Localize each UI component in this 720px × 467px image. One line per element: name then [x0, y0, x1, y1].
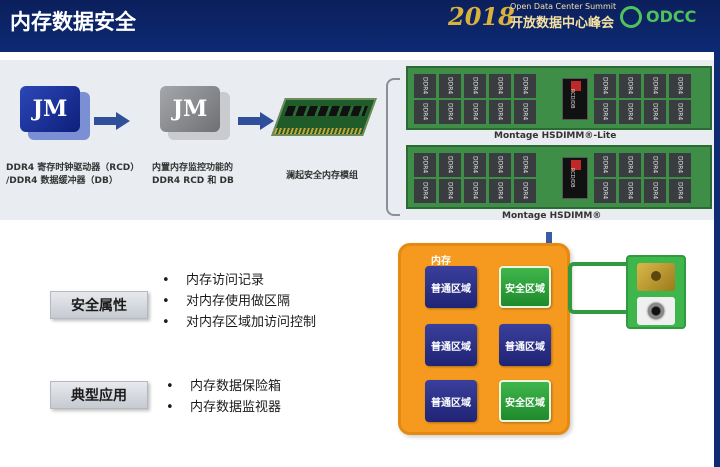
page-title: 内存数据安全 — [10, 10, 136, 34]
list-item: 对内存使用做区隔 — [162, 291, 316, 312]
ddr-chip: DDR4 — [439, 74, 461, 98]
safe-box-icon — [637, 263, 675, 291]
list-item: 对内存区域加访问控制 — [162, 312, 316, 333]
memory-zone-secure: 安全区域 — [499, 266, 551, 308]
ddr-chip: DDR4 — [644, 100, 666, 124]
surveillance-camera-icon — [637, 297, 675, 325]
list-item: 内存数据监视器 — [166, 397, 281, 418]
module-name-lite: Montage HSDIMM®-Lite — [494, 131, 617, 141]
ddr-chip: DDR4 — [414, 153, 436, 177]
ddr-chip: DDR4 — [414, 100, 436, 124]
ddr-chip: DDR4 — [669, 100, 691, 124]
ddr-chip: DDR4 — [439, 153, 461, 177]
ddr-chip: DDR4 — [619, 74, 641, 98]
ddr-chip: DDR4 — [439, 179, 461, 203]
module-name: Montage HSDIMM® — [502, 211, 602, 221]
ddr-chip: DDR4 — [619, 153, 641, 177]
ddr-chip: DDR4 — [414, 179, 436, 203]
ddr-chip: DDR4 — [644, 179, 666, 203]
ddr-chip: DDR4 — [464, 100, 486, 124]
security-list: 内存访问记录 对内存使用做区隔 对内存区域加访问控制 — [162, 270, 316, 333]
ddr-chip: DDR4 — [489, 74, 511, 98]
ddr-chip: DDR4 — [619, 100, 641, 124]
ddr-chip: DDR4 — [464, 179, 486, 203]
ddr-chip: DDR4 — [514, 179, 536, 203]
ddr-chip: DDR4 — [594, 74, 616, 98]
ddr-chip: DDR4 — [514, 74, 536, 98]
memory-module-icon — [271, 98, 377, 136]
step2-caption: 内置内存监控功能的 DDR4 RCD 和 DB — [152, 163, 234, 186]
ddr-chip: DDR4 — [644, 153, 666, 177]
application-icons-box — [626, 255, 686, 329]
ddr-chip: DDR4 — [464, 153, 486, 177]
memory-zone-normal: 普通区域 — [499, 324, 551, 366]
memory-zone-normal: 普通区域 — [425, 380, 477, 422]
memory-zone-normal: 普通区域 — [425, 324, 477, 366]
ddr-chip: DDR4 — [669, 153, 691, 177]
montage-logo-icon — [571, 160, 581, 170]
ddr-chip: DDR4 — [594, 100, 616, 124]
ddr-chip: DDR4 — [644, 74, 666, 98]
rcd-db-controller-chip: RCD/DB — [562, 157, 588, 199]
ddr-chip: DDR4 — [514, 153, 536, 177]
summit-name-en: Open Data Center Summit — [510, 2, 617, 11]
right-edge-bar — [714, 52, 720, 467]
ddr-chip: DDR4 — [414, 74, 436, 98]
hsdimm-module: DDR4 DDR4 DDR4 DDR4 DDR4 DDR4 DDR4 DDR4 … — [406, 145, 712, 209]
hsdimm-lite-module: DDR4 DDR4 DDR4 DDR4 DDR4 DDR4 DDR4 DDR4 … — [406, 66, 712, 130]
step1-caption: DDR4 寄存时钟驱动器（RCD） /DDR4 数据缓冲器（DB） — [6, 163, 140, 186]
ddr-chip: DDR4 — [489, 100, 511, 124]
ddr-chip: DDR4 — [594, 179, 616, 203]
ddr-chip: DDR4 — [669, 74, 691, 98]
ddr-chip: DDR4 — [464, 74, 486, 98]
ddr-chip: DDR4 — [514, 100, 536, 124]
memory-diagram: 内存 普通区域 安全区域 普通区域 普通区域 普通区域 安全区域 — [398, 243, 570, 435]
memory-zone-normal: 普通区域 — [425, 266, 477, 308]
ddr-chip: DDR4 — [594, 153, 616, 177]
list-item: 内存数据保险箱 — [166, 376, 281, 397]
montage-logo-icon — [571, 81, 581, 91]
applications-list: 内存数据保险箱 内存数据监视器 — [166, 376, 281, 418]
step3-caption: 澜起安全内存模组 — [286, 171, 359, 181]
zone-connector-line — [568, 262, 628, 314]
ddr-chip: DDR4 — [439, 100, 461, 124]
header-bar: 内存数据安全 2018 Open Data Center Summit 开放数据… — [0, 0, 720, 52]
ddr-chip: DDR4 — [489, 153, 511, 177]
summit-name-cn: 开放数据中心峰会 — [510, 16, 615, 31]
list-item: 内存访问记录 — [162, 270, 316, 291]
summit-year-logo: 2018 — [448, 2, 515, 31]
flow-arrow-icon — [238, 112, 274, 130]
bracket-divider — [386, 78, 400, 216]
odcc-ring-icon — [620, 6, 642, 28]
memory-zone-secure: 安全区域 — [499, 380, 551, 422]
memory-label: 内存 — [431, 256, 451, 267]
odcc-brand-text: ODCC — [646, 7, 697, 26]
ddr-chip: DDR4 — [669, 179, 691, 203]
security-label: 安全属性 — [50, 291, 148, 319]
rcd-db-chip-icon: JM — [20, 86, 90, 140]
flow-arrow-icon — [94, 112, 130, 130]
applications-label: 典型应用 — [50, 381, 148, 409]
ddr-chip: DDR4 — [489, 179, 511, 203]
monitor-chip-icon: JM — [160, 86, 230, 140]
ddr-chip: DDR4 — [619, 179, 641, 203]
rcd-db-controller-chip: RCD/DB — [562, 78, 588, 120]
